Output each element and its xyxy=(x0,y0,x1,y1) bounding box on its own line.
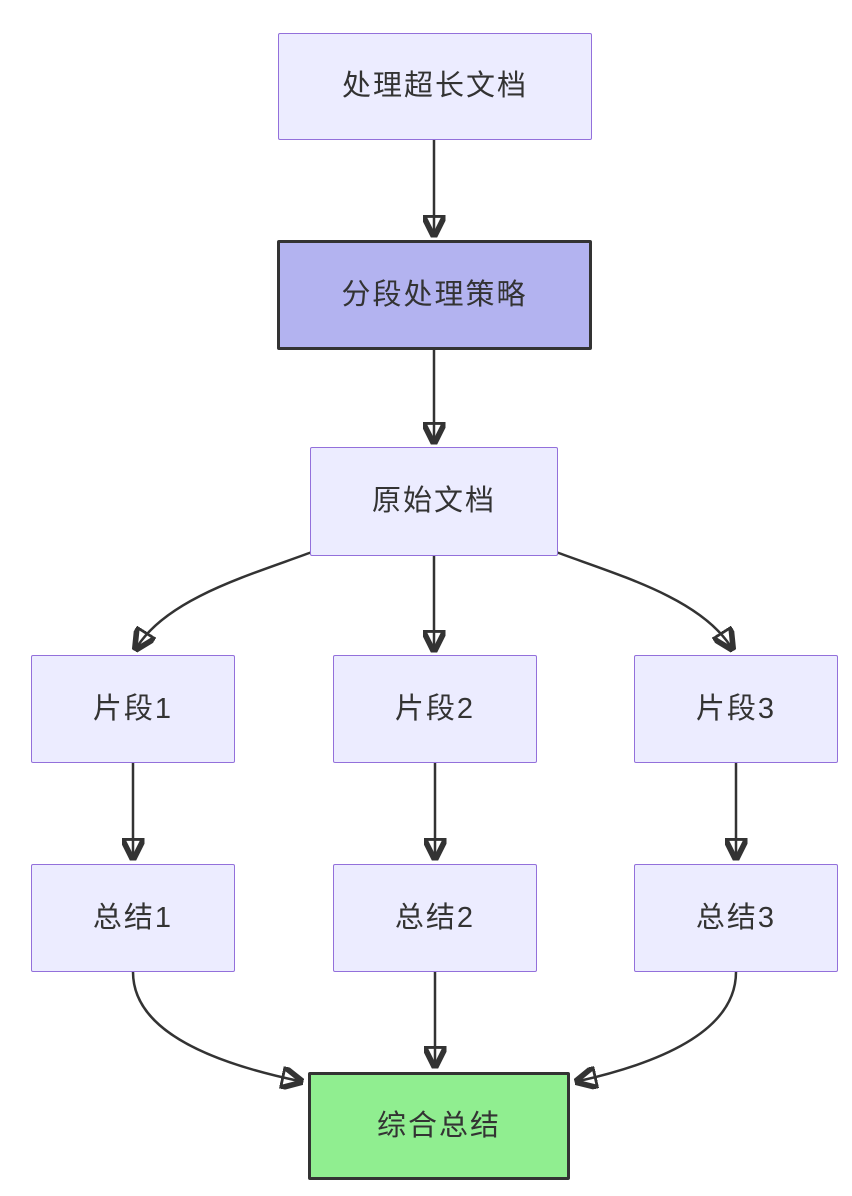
edge-summary3-to-final xyxy=(579,971,738,1081)
node-summary-3: 总结3 xyxy=(634,864,838,972)
edge-doc-to-segment1 xyxy=(137,550,313,647)
node-original-document: 原始文档 xyxy=(310,447,558,556)
edge-doc-to-segment3 xyxy=(555,550,731,647)
node-segment-3: 片段3 xyxy=(634,655,838,763)
node-summary-1: 总结1 xyxy=(31,864,235,972)
node-summary-2: 总结2 xyxy=(333,864,537,972)
node-segmentation-strategy: 分段处理策略 xyxy=(277,240,592,350)
node-process-long-document: 处理超长文档 xyxy=(278,33,592,140)
node-combined-summary: 综合总结 xyxy=(308,1072,570,1180)
node-segment-2: 片段2 xyxy=(333,655,537,763)
node-segment-1: 片段1 xyxy=(31,655,235,763)
edge-summary1-to-final xyxy=(131,971,299,1081)
